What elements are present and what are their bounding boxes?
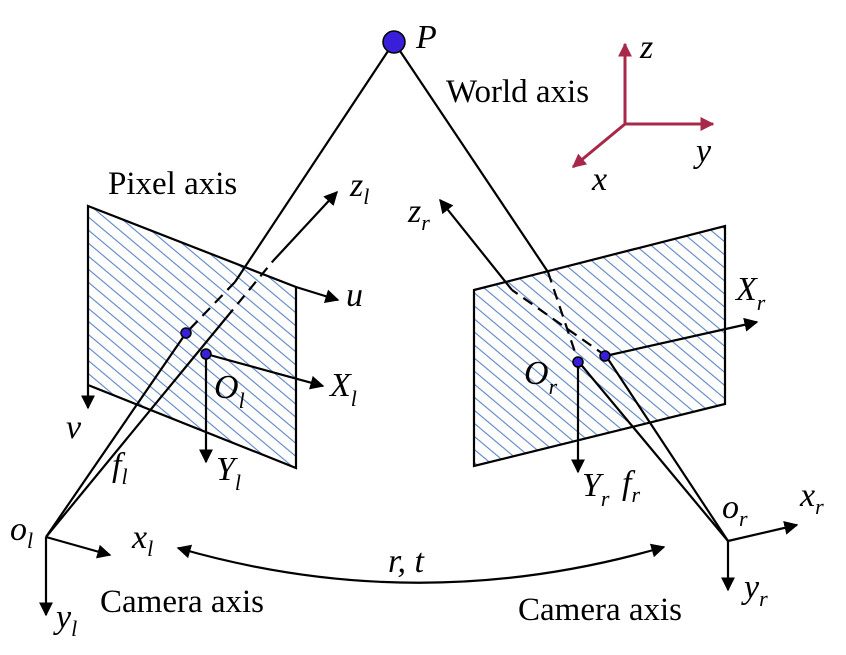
right-ray-hidden	[546, 271, 580, 362]
label-camera-axis-left: Camera axis	[100, 584, 264, 620]
rt-double-arrow	[176, 543, 666, 584]
left-ray-upper	[234, 41, 395, 283]
left-ray-hidden	[185, 281, 236, 334]
label-fl: fl	[112, 447, 128, 489]
label-xr: xr	[799, 477, 824, 519]
label-world-y: y	[693, 133, 712, 170]
label-zl: zl	[349, 167, 369, 209]
zr-arrow	[439, 198, 513, 291]
label-yl: yl	[53, 599, 77, 641]
left-principal-point	[200, 348, 212, 360]
xr-arrow	[727, 521, 799, 543]
label-rt: r, t	[388, 543, 425, 580]
label-Yl: Yl	[216, 451, 241, 495]
xl-arrow	[45, 535, 112, 559]
right-image-plane	[472, 224, 727, 468]
left-projection-point	[180, 327, 192, 339]
label-world-axis: World axis	[446, 74, 589, 110]
right-optical-axis-lower	[605, 355, 729, 542]
Xr-arrow	[604, 317, 759, 358]
label-P: P	[415, 19, 437, 56]
u-axis-arrow	[295, 285, 340, 303]
right-optical-axis-hidden	[511, 289, 607, 357]
Xl-arrow	[205, 352, 325, 390]
right-ray-upper	[393, 41, 549, 273]
label-zr: zr	[407, 193, 430, 235]
point-P	[382, 30, 406, 54]
world-x-arrow	[571, 122, 626, 169]
label-v: v	[66, 409, 82, 446]
label-ol: ol	[10, 511, 33, 553]
label-u: u	[346, 277, 363, 314]
label-Yr: Yr	[582, 467, 610, 511]
label-pixel-axis: Pixel axis	[108, 166, 237, 202]
label-Or: Or	[524, 355, 558, 399]
label-world-x: x	[591, 161, 607, 198]
label-world-z: z	[639, 29, 653, 66]
left-optical-axis-lower	[45, 317, 227, 538]
zl-arrow	[272, 190, 338, 262]
right-ray-lower	[577, 360, 729, 542]
right-principal-point	[572, 356, 584, 368]
label-Xr: Xr	[734, 271, 766, 315]
left-ray-lower	[45, 332, 187, 538]
label-fr: fr	[622, 465, 640, 507]
left-image-plane	[86, 204, 298, 470]
label-yr: yr	[741, 569, 768, 611]
label-camera-axis-right: Camera axis	[518, 592, 682, 628]
label-xl: xl	[131, 519, 153, 561]
left-optical-axis-hidden	[225, 260, 274, 319]
label-or: or	[722, 489, 748, 531]
label-Ol: Ol	[214, 369, 245, 413]
label-Xl: Xl	[328, 367, 357, 411]
right-projection-point	[599, 350, 611, 362]
